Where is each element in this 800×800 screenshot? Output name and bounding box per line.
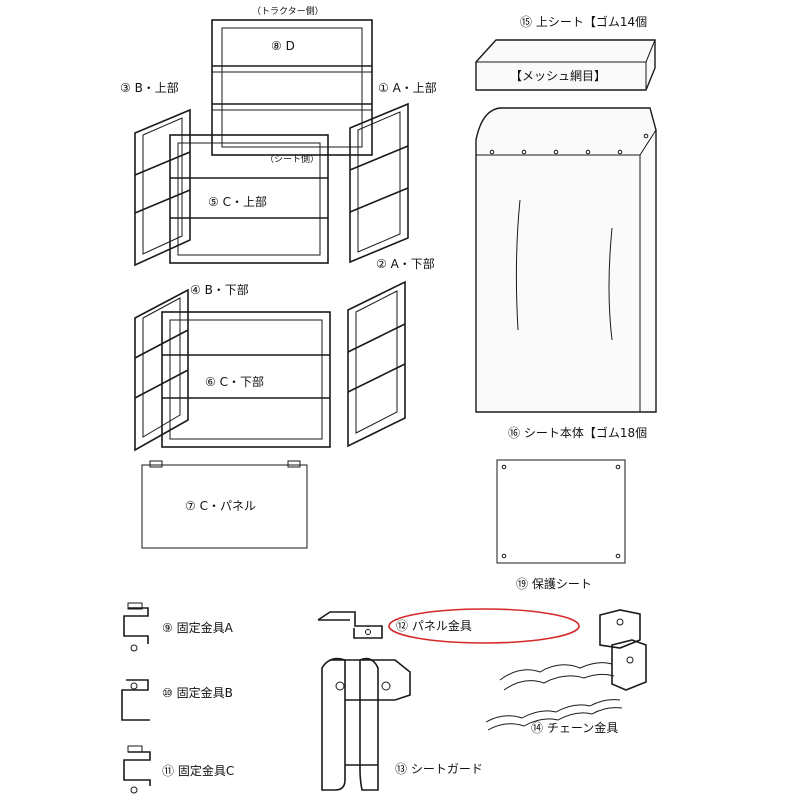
- sheet-guard: [321, 657, 411, 791]
- frame-b-upper: [134, 108, 191, 267]
- highlight-ellipse: [388, 608, 580, 644]
- label-top-sheet: ⑮ 上シート【ゴム14個: [520, 14, 647, 29]
- c-panel: [141, 460, 308, 549]
- fix-bracket-a: [123, 602, 149, 652]
- frame-c-upper: [169, 134, 329, 264]
- frame-a-lower: [347, 280, 406, 448]
- label-chain-metal: ⑭ チェーン金具: [531, 720, 618, 735]
- frame-d: [211, 19, 373, 156]
- label-sheet-guard: ⑬ シートガード: [395, 762, 483, 776]
- label-sheet-body: ⑯ シート本体【ゴム18個: [508, 425, 647, 440]
- fix-bracket-b: [121, 679, 150, 721]
- sheet-body: [475, 107, 657, 413]
- label-c-panel: ⑦ C・パネル: [185, 499, 256, 513]
- label-c-lower: ⑥ C・下部: [205, 374, 264, 389]
- frame-a-upper: [349, 102, 409, 264]
- label-tractor-side: （トラクター側）: [252, 5, 324, 17]
- label-c-upper: ⑤ C・上部: [208, 194, 267, 209]
- fix-bracket-c: [123, 745, 151, 794]
- label-b-upper: ③ B・上部: [120, 80, 179, 95]
- label-sheet-side: （シート側）: [265, 153, 319, 165]
- label-panel-metal: ⑫ パネル金具: [396, 618, 472, 633]
- label-fix-a: ⑨ 固定金具A: [162, 620, 234, 635]
- protect-sheet: [496, 459, 626, 564]
- label-fix-c: ⑪ 固定金具C: [162, 763, 234, 778]
- label-d: ⑧ D: [271, 39, 295, 53]
- frame-c-lower: [161, 311, 331, 448]
- label-fix-b: ⑩ 固定金具B: [162, 685, 233, 700]
- top-sheet: [475, 39, 656, 91]
- label-a-lower: ② A・下部: [376, 256, 435, 271]
- label-mesh: 【メッシュ網目】: [510, 69, 606, 83]
- chain-metal: [485, 609, 647, 731]
- label-protect-sheet: ⑲ 保護シート: [516, 576, 592, 591]
- label-b-lower: ④ B・下部: [190, 282, 249, 297]
- panel-metal: [317, 611, 383, 639]
- label-a-upper: ① A・上部: [378, 80, 437, 95]
